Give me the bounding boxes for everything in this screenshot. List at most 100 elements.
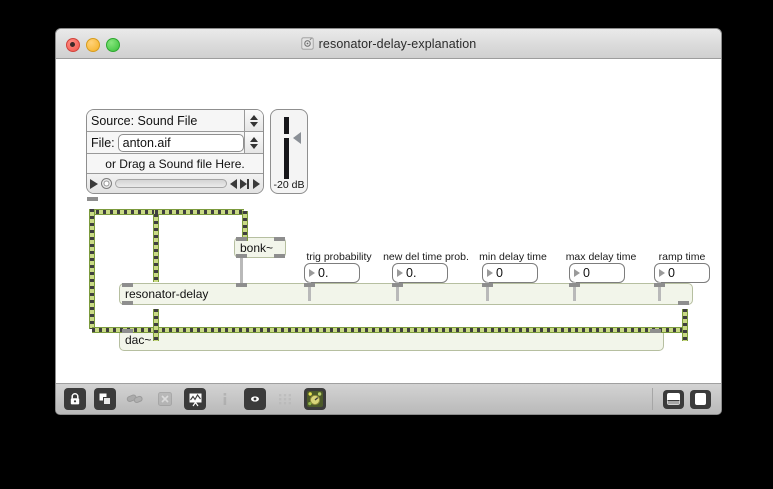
- signal-cord-top: [92, 209, 244, 215]
- split-view-button[interactable]: [663, 389, 684, 409]
- lock-icon[interactable]: [64, 388, 86, 410]
- param-numbox-0[interactable]: 0.: [304, 263, 360, 283]
- zoom-button[interactable]: [106, 38, 120, 52]
- window-title: resonator-delay-explanation: [318, 36, 477, 51]
- resonator-inlet-3: [392, 283, 403, 287]
- grid-icon: [274, 388, 296, 410]
- transport-row[interactable]: [87, 174, 263, 193]
- resonator-inlet-6: [654, 283, 665, 287]
- control-cord-3: [573, 282, 576, 301]
- close-box-icon: [154, 388, 176, 410]
- bonk-outlet-right: [274, 254, 285, 258]
- file-row[interactable]: File: anton.aif: [87, 132, 263, 154]
- control-cord-bonk-to-resonator: [240, 257, 243, 283]
- source-row[interactable]: Source: Sound File: [87, 110, 263, 132]
- object-resonator-delay-label: resonator-delay: [125, 287, 209, 301]
- numbox-triangle-icon: [487, 269, 493, 277]
- snapshot-icon[interactable]: [244, 388, 266, 410]
- param-label-4: ramp time: [658, 251, 706, 263]
- gain-slider-widget[interactable]: -20 dB: [270, 109, 308, 194]
- param-value-1: 0.: [406, 266, 417, 280]
- bonk-inlet-right: [274, 237, 285, 241]
- param-value-4: 0: [668, 266, 675, 280]
- stepper-down-icon: [250, 143, 258, 149]
- file-name-field[interactable]: anton.aif: [117, 133, 244, 152]
- signal-cord-dac-row: [92, 327, 684, 333]
- object-resonator-delay[interactable]: resonator-delay: [119, 283, 693, 305]
- param-numbox-1[interactable]: 0.: [392, 263, 448, 283]
- param-numbox-3[interactable]: 0: [569, 263, 625, 283]
- param-numbox-4[interactable]: 0: [654, 263, 710, 283]
- inspector-info-icon: [214, 388, 236, 410]
- next-button[interactable]: [240, 178, 249, 189]
- next-bar-icon: [247, 178, 249, 189]
- param-numbox-2[interactable]: 0: [482, 263, 538, 283]
- play-icon[interactable]: [90, 178, 98, 189]
- signal-cord-left-down: [89, 209, 95, 329]
- prev-icon: [230, 178, 237, 189]
- control-cord-0: [308, 282, 311, 301]
- control-cord-1: [396, 282, 399, 301]
- gain-value-label: -20 dB: [273, 179, 305, 191]
- control-cord-2: [486, 282, 489, 301]
- param-value-3: 0: [583, 266, 590, 280]
- stepper-down-icon: [250, 121, 258, 127]
- max-patcher-icon: [301, 37, 314, 50]
- patcher-canvas[interactable]: Source: Sound File File: anton.aif or Dr…: [56, 59, 721, 384]
- close-button[interactable]: [66, 38, 80, 52]
- bonk-inlet-left: [236, 237, 247, 241]
- gain-arrow-icon: [293, 132, 301, 144]
- toolbar-right-group: [652, 388, 721, 410]
- dac-inlet-right: [650, 329, 661, 333]
- title-bar[interactable]: resonator-delay-explanation: [56, 29, 721, 59]
- stepper-up-icon: [250, 114, 258, 120]
- prev-button[interactable]: [230, 178, 237, 189]
- numbox-triangle-icon: [659, 269, 665, 277]
- param-value-2: 0: [496, 266, 503, 280]
- next-icon: [240, 178, 247, 189]
- source-stepper[interactable]: [244, 110, 263, 131]
- resonator-inlet-1: [236, 283, 247, 287]
- param-label-1: new del time prob.: [383, 251, 469, 263]
- patcher-toolbar[interactable]: [56, 383, 721, 414]
- drag-hint[interactable]: or Drag a Sound file Here.: [87, 154, 263, 174]
- gain-track[interactable]: [284, 117, 289, 179]
- bonk-outlet-left: [236, 254, 247, 258]
- resonator-inlet-2: [304, 283, 315, 287]
- jump-to-end-icon[interactable]: [253, 178, 260, 189]
- signal-cord-res-to-dac-right: [682, 309, 688, 341]
- object-bonk-label: bonk~: [240, 240, 274, 255]
- position-slider[interactable]: [115, 179, 227, 188]
- file-label: File:: [91, 135, 115, 150]
- dac-inlet-left: [122, 329, 133, 333]
- title-center: resonator-delay-explanation: [56, 29, 721, 58]
- position-knob[interactable]: [101, 178, 112, 189]
- player-outlet: [87, 197, 98, 201]
- object-bonk[interactable]: bonk~: [234, 237, 286, 258]
- file-stepper[interactable]: [244, 132, 263, 153]
- gain-knob[interactable]: [282, 134, 291, 138]
- signal-probe-icon[interactable]: [184, 388, 206, 410]
- source-label: Source: Sound File: [91, 113, 198, 128]
- control-cord-4: [658, 282, 661, 301]
- resonator-outlet-left: [122, 301, 133, 305]
- minimize-button[interactable]: [86, 38, 100, 52]
- patcher-window: resonator-delay-explanation Source: Soun…: [55, 28, 722, 415]
- numbox-triangle-icon: [397, 269, 403, 277]
- resonator-inlet-4: [482, 283, 493, 287]
- palette-icon[interactable]: [304, 388, 326, 410]
- param-label-3: max delay time: [565, 251, 637, 263]
- signal-cord-to-resonator: [153, 214, 159, 282]
- resonator-outlet-right: [678, 301, 689, 305]
- stepper-up-icon: [250, 136, 258, 142]
- object-dac-label: dac~: [125, 333, 152, 347]
- param-label-2: min delay time: [479, 251, 547, 263]
- signal-cord-branch: [96, 209, 154, 215]
- numbox-triangle-icon: [309, 269, 315, 277]
- param-label-0: trig probability: [306, 251, 372, 263]
- sfplay-player-widget[interactable]: Source: Sound File File: anton.aif or Dr…: [86, 109, 264, 194]
- sidebar-view-button[interactable]: [690, 389, 711, 409]
- signal-cord-res-to-dac-left: [153, 309, 159, 341]
- presentation-icon[interactable]: [94, 388, 116, 410]
